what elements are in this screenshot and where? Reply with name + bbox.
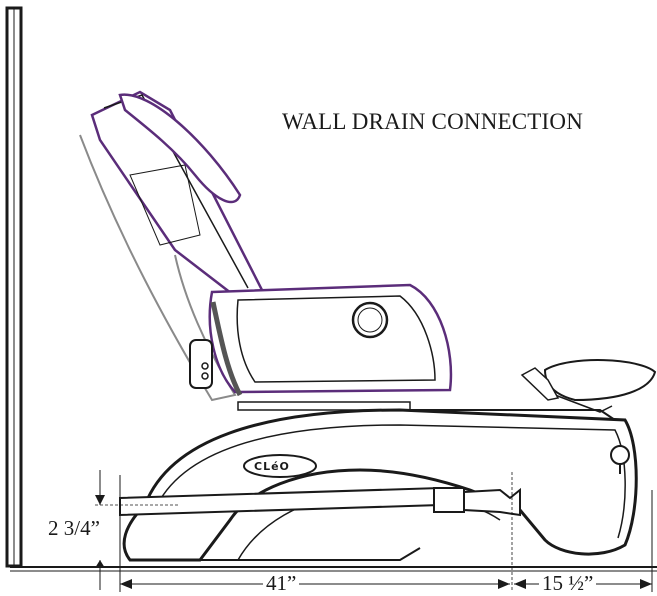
base	[122, 408, 638, 562]
dimension-length-main-label: 41”	[263, 573, 300, 594]
drain-pipe	[119, 486, 521, 517]
armrest	[208, 283, 453, 397]
remote-control	[189, 339, 213, 389]
drain-knob	[610, 445, 630, 474]
diagram-title: WALL DRAIN CONNECTION	[282, 109, 584, 134]
footrest	[543, 359, 657, 413]
wall	[5, 6, 23, 568]
dimension-height-label: 2 3/4”	[48, 516, 100, 540]
faucet	[520, 367, 560, 401]
dimension-height	[95, 470, 180, 592]
dimension-length-main	[120, 472, 513, 592]
brand-logo-text: CLéO	[254, 460, 290, 473]
floor	[10, 566, 657, 572]
dimension-length-side-label: 15 ½”	[539, 573, 597, 594]
headrest-strap	[118, 93, 242, 204]
control-knob	[351, 301, 389, 339]
brand-badge	[243, 454, 317, 478]
